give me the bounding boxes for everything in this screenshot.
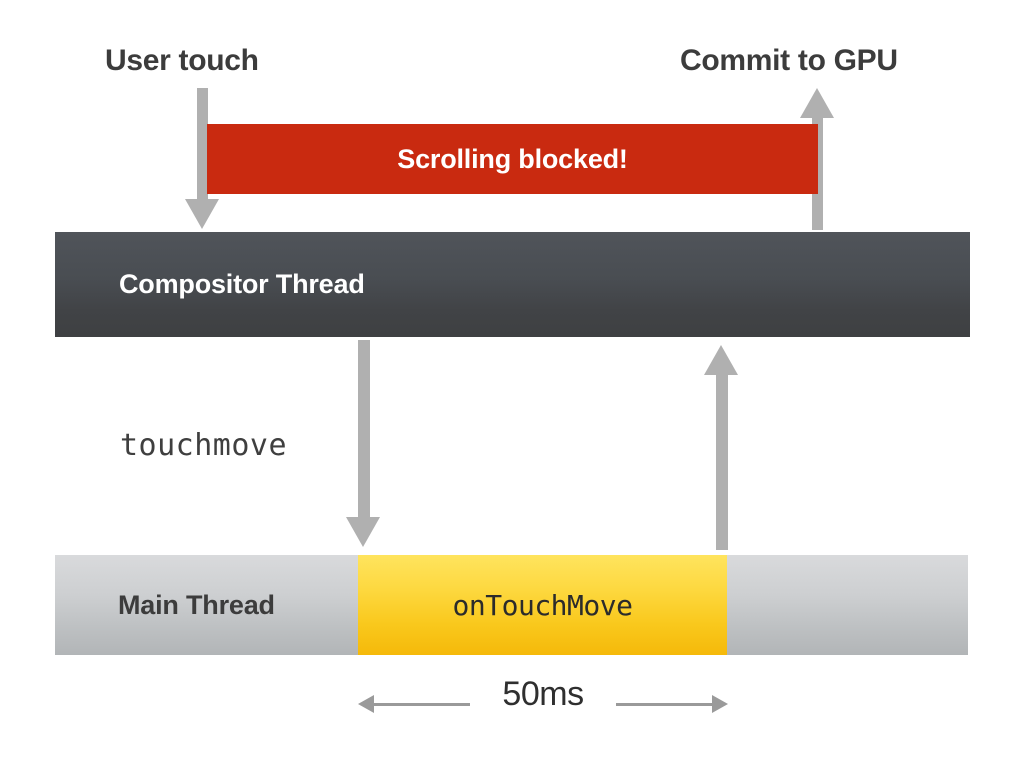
touchmove-down-arrow-icon — [346, 517, 380, 547]
commit-to-gpu-label: Commit to GPU — [680, 44, 898, 77]
main-thread-label: Main Thread — [118, 589, 275, 620]
user-touch-label: User touch — [105, 44, 259, 77]
main-return-up-arrow-icon — [704, 345, 738, 375]
scrolling-blocked-label: Scrolling blocked! — [397, 143, 628, 174]
ontouchmove-label: onTouchMove — [452, 588, 633, 622]
touchmove-arrow-shaft — [358, 340, 370, 525]
measure-right-arrow-icon — [712, 695, 728, 713]
main-return-arrow-shaft — [716, 372, 728, 550]
compositor-thread-lane: Compositor Thread — [55, 232, 970, 337]
measure-left-arrow-icon — [358, 695, 374, 713]
measure-right-line — [616, 703, 714, 706]
duration-label: 50ms — [502, 675, 584, 713]
compositor-thread-label: Compositor Thread — [119, 269, 365, 299]
touchmove-caption: touchmove — [120, 428, 288, 463]
ontouchmove-task-block: onTouchMove — [358, 555, 727, 655]
duration-measure: 50ms — [358, 675, 728, 735]
user-touch-down-arrow-icon — [185, 199, 219, 229]
commit-gpu-up-arrow-icon — [800, 88, 834, 118]
scrolling-blocked-banner: Scrolling blocked! — [207, 124, 818, 194]
user-touch-arrow-shaft — [197, 88, 208, 203]
measure-left-line — [372, 703, 470, 706]
